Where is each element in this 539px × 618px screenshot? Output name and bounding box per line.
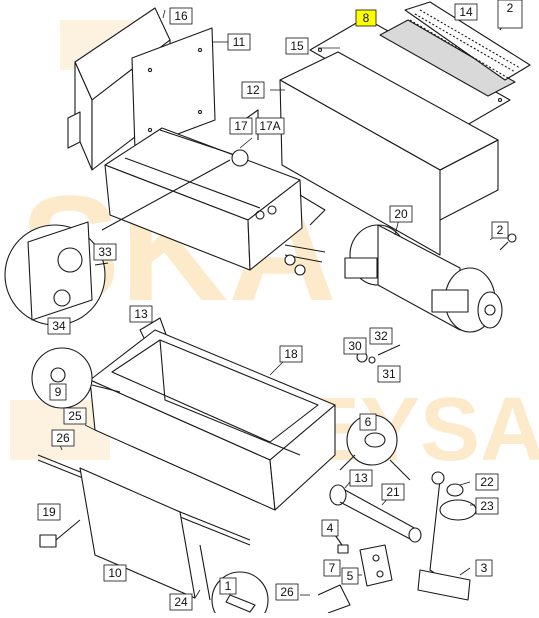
callout-34: 34 xyxy=(47,317,71,335)
callout-26-left-text: 26 xyxy=(56,431,70,445)
part-18-housing xyxy=(89,329,336,511)
callout-21-text: 21 xyxy=(386,485,400,499)
callout-13-upper-text: 13 xyxy=(134,307,148,321)
callout-16-text: 16 xyxy=(174,9,188,23)
callout-17A: 17A xyxy=(255,117,285,135)
part-20-blower xyxy=(344,224,503,333)
callout-20-text: 20 xyxy=(394,207,408,221)
callout-9-text: 9 xyxy=(55,385,62,399)
callout-26-right: 26 xyxy=(275,583,299,601)
part-2-screw-side xyxy=(499,233,517,251)
part-17-heater-core xyxy=(104,109,326,276)
callout-20: 20 xyxy=(389,205,413,223)
callout-17-text: 17 xyxy=(234,119,248,133)
callout-8-text: 8 xyxy=(363,11,370,25)
part-19-connector xyxy=(39,519,81,548)
callout-2-side: 2 xyxy=(491,221,509,239)
part-10-panel xyxy=(79,467,196,599)
callout-21: 21 xyxy=(381,483,405,501)
callout-23: 23 xyxy=(475,497,499,515)
callout-15-text: 15 xyxy=(290,39,304,53)
callout-31: 31 xyxy=(377,365,401,383)
callout-32: 32 xyxy=(369,327,393,345)
callout-12: 12 xyxy=(241,81,265,99)
callout-18: 18 xyxy=(279,345,303,363)
callout-12-text: 12 xyxy=(246,83,260,97)
callout-15: 15 xyxy=(285,37,309,55)
callout-26-right-text: 26 xyxy=(280,585,294,599)
callout-22-text: 22 xyxy=(480,475,494,489)
part-24-bar xyxy=(199,544,211,601)
callout-23-text: 23 xyxy=(480,499,494,513)
callout-4-text: 4 xyxy=(327,521,334,535)
part-14-grille xyxy=(404,1,531,81)
callout-labels: 16 11 8 14 2 15 12 17 17A 20 2 33 34 13 … xyxy=(37,0,523,611)
part-22-23-actuator xyxy=(417,471,477,601)
callout-7: 7 xyxy=(323,559,341,577)
callout-13-lower-text: 13 xyxy=(354,471,368,485)
callout-22: 22 xyxy=(475,473,499,491)
callout-5-text: 5 xyxy=(347,569,354,583)
callout-9: 9 xyxy=(49,383,67,401)
callout-7-text: 7 xyxy=(329,561,336,575)
callout-10: 10 xyxy=(103,564,127,582)
callout-1: 1 xyxy=(219,577,237,595)
callout-6-text: 6 xyxy=(365,415,372,429)
callout-1-text: 1 xyxy=(225,579,232,593)
callout-18-text: 18 xyxy=(284,347,298,361)
detail-circle-33-34 xyxy=(4,159,231,326)
part-21-shaft xyxy=(329,484,422,543)
callout-33-text: 33 xyxy=(98,245,112,259)
callout-10-text: 10 xyxy=(108,566,122,580)
part-8-filter xyxy=(379,19,516,97)
callout-6: 6 xyxy=(359,413,377,431)
callout-31-text: 31 xyxy=(382,367,396,381)
callout-17: 17 xyxy=(229,117,253,135)
callout-14: 14 xyxy=(454,3,478,21)
callout-19: 19 xyxy=(37,503,61,521)
part-7-clip xyxy=(317,584,351,614)
part-4-screw xyxy=(334,534,349,554)
callout-25: 25 xyxy=(63,407,87,425)
leader-lines xyxy=(59,9,501,599)
callout-19-text: 19 xyxy=(42,505,56,519)
callout-11: 11 xyxy=(227,33,251,51)
part-5-block xyxy=(359,544,393,587)
callout-24-text: 24 xyxy=(174,595,188,609)
callout-24: 24 xyxy=(169,593,193,611)
callout-3: 3 xyxy=(475,559,493,577)
callout-5: 5 xyxy=(341,567,359,585)
part-11-plate xyxy=(131,27,216,151)
callout-2-side-text: 2 xyxy=(497,223,504,237)
callout-3-text: 3 xyxy=(481,561,488,575)
callout-34-text: 34 xyxy=(52,319,66,333)
callout-30: 30 xyxy=(343,337,367,355)
callout-16: 16 xyxy=(169,7,193,25)
callout-14-text: 14 xyxy=(459,5,473,19)
detail-circle-9 xyxy=(31,347,121,409)
callout-2-top-text: 2 xyxy=(507,1,514,15)
callout-8-highlighted: 8 xyxy=(355,9,377,27)
callout-13-upper: 13 xyxy=(129,305,153,323)
callout-25-text: 25 xyxy=(68,409,82,423)
callout-11-text: 11 xyxy=(233,35,246,49)
callout-2-top: 2 xyxy=(497,0,523,29)
callout-17A-text: 17A xyxy=(259,119,280,133)
callout-33: 33 xyxy=(93,243,117,261)
callout-26-left: 26 xyxy=(51,429,75,447)
callout-13-lower: 13 xyxy=(349,469,373,487)
callout-32-text: 32 xyxy=(374,329,388,343)
callout-4: 4 xyxy=(321,519,339,537)
callout-30-text: 30 xyxy=(348,339,362,353)
